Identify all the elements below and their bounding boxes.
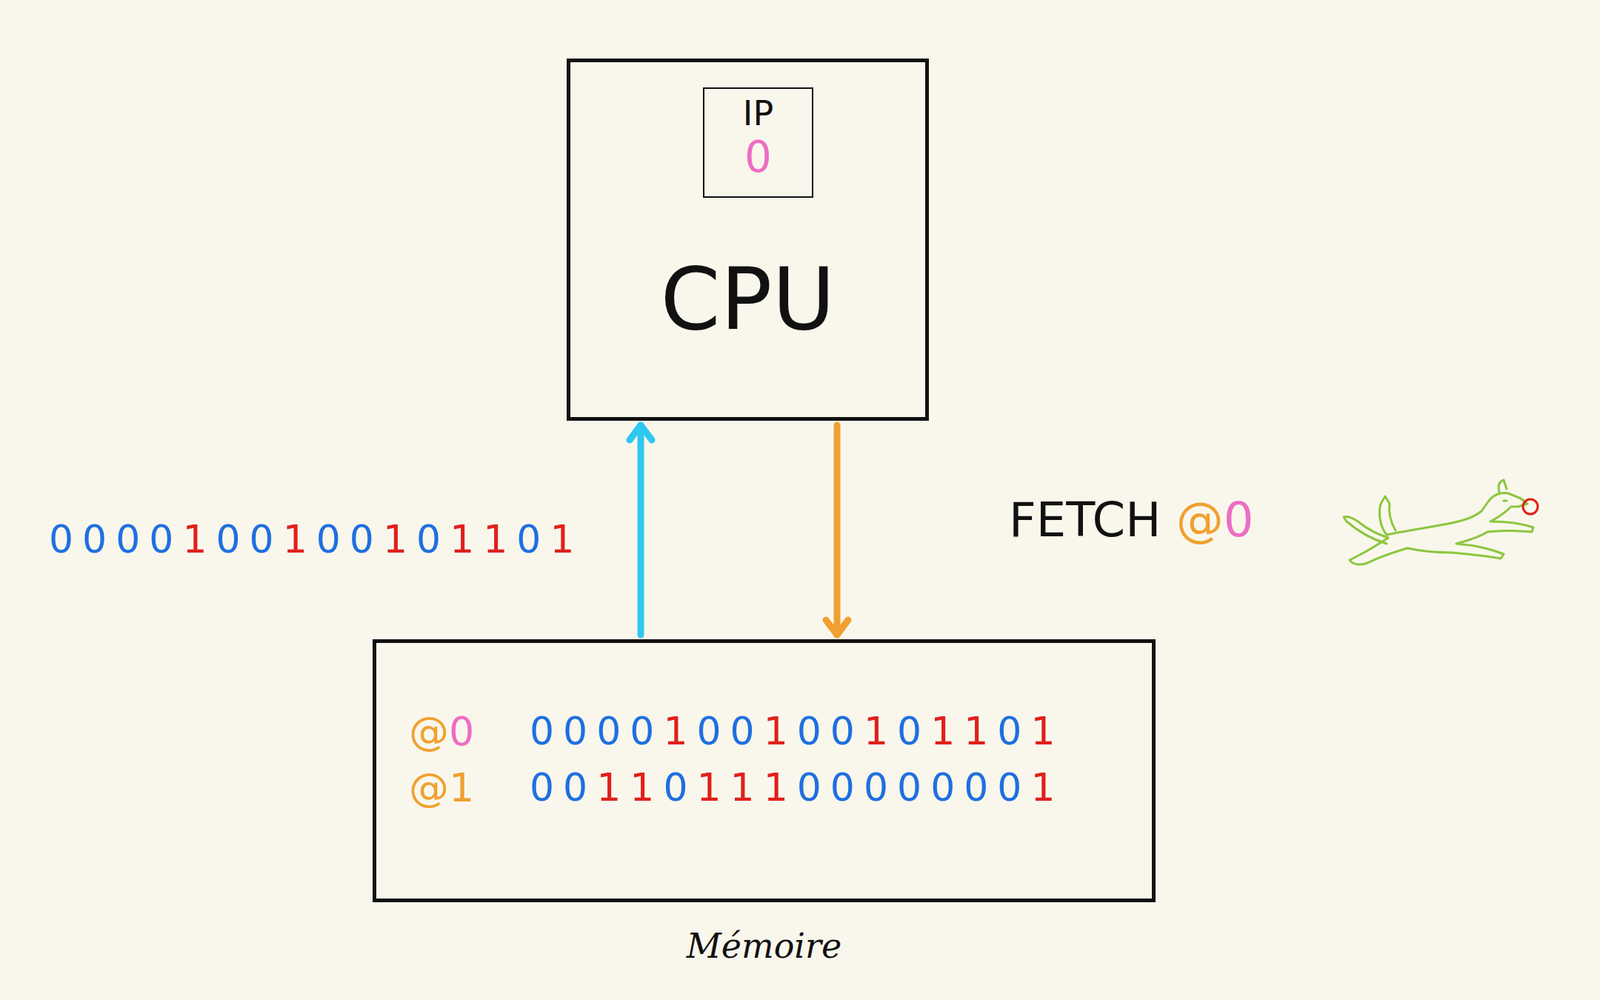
glyph: 0	[215, 517, 249, 562]
glyph: 0	[148, 517, 183, 562]
glyph: H	[1125, 492, 1161, 548]
glyph: 1	[730, 765, 764, 810]
memory-word: 0000100100101101	[529, 708, 1065, 755]
glyph: 1	[449, 517, 483, 562]
glyph: 1	[448, 764, 475, 812]
glyph: 1	[763, 708, 798, 754]
arrow-head	[629, 425, 652, 440]
glyph: 0	[897, 765, 931, 810]
glyph: 0	[963, 765, 998, 810]
memory-box: @00000100100101101@10011011100000001Mémo…	[372, 639, 1156, 903]
address: @1	[408, 764, 475, 813]
connector-arrow	[825, 425, 849, 635]
glyph: 0	[662, 765, 697, 810]
glyph: 1	[549, 517, 583, 562]
glyph: 1	[1030, 708, 1064, 754]
glyph: 0	[529, 765, 563, 810]
memory-word: 0011011100000001	[529, 764, 1065, 811]
glyph: @	[1176, 492, 1224, 548]
data-bits: 0000100100101101	[48, 516, 584, 563]
glyph: @	[408, 708, 449, 755]
glyph: @	[408, 764, 449, 812]
cpu-box: CPU IP0	[566, 58, 929, 421]
glyph: 1	[282, 517, 317, 562]
glyph: 1	[629, 765, 663, 810]
glyph: 1	[482, 517, 517, 562]
ball	[1522, 499, 1538, 515]
glyph: 0	[82, 517, 116, 562]
glyph: 1	[1030, 765, 1064, 810]
cpu-label: CPU	[570, 247, 926, 351]
glyph: 1	[382, 517, 417, 562]
glyph: 0	[316, 517, 350, 562]
glyph: C	[1092, 492, 1126, 548]
glyph: 0	[930, 765, 964, 810]
glyph: 0	[1223, 492, 1255, 548]
glyph: 0	[596, 708, 630, 754]
arrow-head	[825, 620, 849, 635]
register-box: IP0	[702, 87, 814, 198]
address: @0	[408, 708, 475, 757]
glyph: 0	[249, 517, 283, 562]
glyph: 0	[797, 765, 831, 810]
glyph: 0	[115, 517, 149, 562]
memory-title: Mémoire	[376, 925, 1152, 967]
glyph: 0	[562, 708, 597, 754]
register-name: IP	[704, 93, 812, 135]
glyph: 0	[830, 708, 864, 754]
glyph: 0	[997, 708, 1031, 754]
register-value: 0	[704, 131, 812, 184]
glyph: F	[1008, 492, 1037, 548]
glyph: 0	[529, 708, 563, 754]
glyph: 0	[730, 708, 764, 754]
glyph: 0	[448, 708, 475, 755]
glyph: 1	[763, 765, 798, 810]
glyph: 0	[629, 708, 663, 754]
glyph: 0	[349, 517, 383, 562]
glyph: 1	[696, 765, 730, 810]
glyph: 0	[997, 765, 1031, 810]
connector-arrow	[629, 425, 652, 635]
connector-line	[637, 425, 645, 635]
glyph: 0	[797, 708, 831, 754]
glyph: E	[1036, 492, 1066, 548]
glyph: 0	[516, 517, 550, 562]
glyph: 0	[863, 765, 898, 810]
glyph: T	[1065, 492, 1092, 548]
glyph: 0	[830, 765, 864, 810]
glyph: 1	[182, 517, 216, 562]
fetch-command: FETCH @0	[1008, 491, 1254, 549]
glyph: 1	[863, 708, 898, 754]
glyph: 0	[562, 765, 597, 810]
connector-line	[834, 425, 841, 635]
glyph: 1	[662, 708, 697, 754]
glyph: 1	[963, 708, 998, 754]
glyph: 0	[696, 708, 730, 754]
glyph: 1	[596, 765, 630, 810]
glyph: 1	[930, 708, 964, 754]
glyph: 0	[48, 517, 83, 562]
glyph: 0	[416, 517, 450, 562]
running-dog	[1343, 480, 1534, 565]
glyph: 0	[897, 708, 931, 754]
